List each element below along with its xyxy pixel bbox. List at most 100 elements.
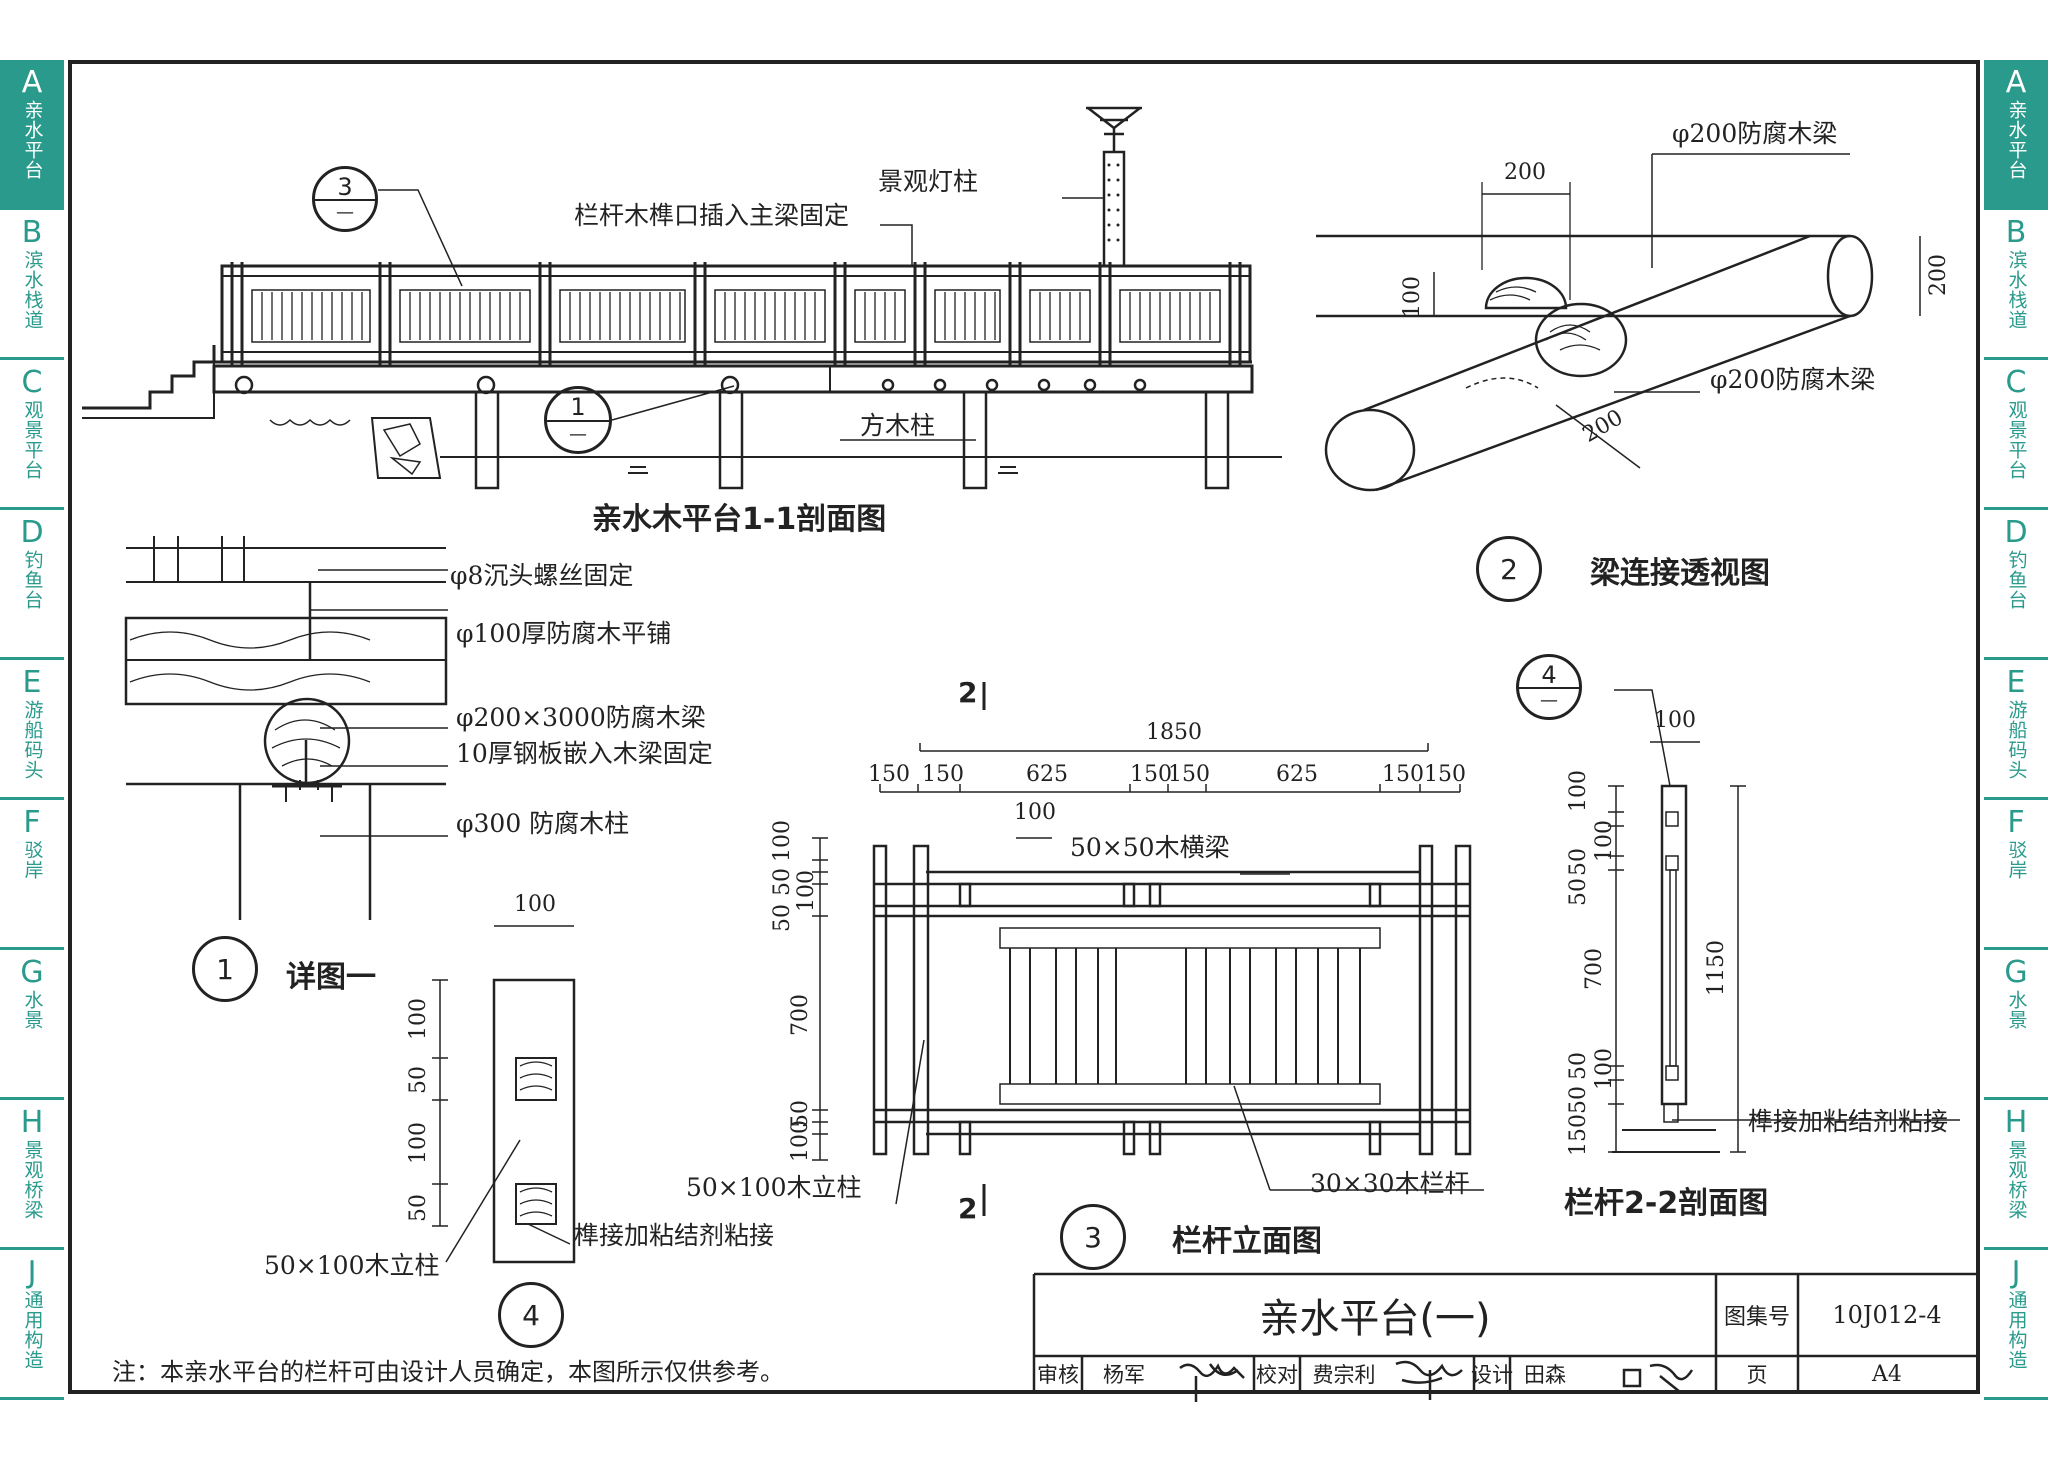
detail-number-1: 1	[192, 936, 258, 1002]
dim-top-4: 150	[1130, 762, 1172, 787]
beam-perspective-title: 梁连接透视图	[1590, 556, 1770, 591]
dim-2-2-left-7: 50	[1566, 1086, 1591, 1114]
tab-label: 滨水栈道	[2005, 250, 2028, 330]
label-railing-post: 50×100木立柱	[686, 1173, 862, 1202]
tab-letter: E	[22, 665, 42, 700]
title-block-grid	[1032, 1272, 1976, 1392]
tab-letter: C	[21, 365, 43, 400]
marker-sheet: —	[1540, 690, 1558, 711]
dim-2-2-width: 100	[1654, 708, 1696, 733]
detail-4-drawing	[432, 925, 576, 1264]
section-2-2-title: 栏杆2-2剖面图	[1564, 1186, 1769, 1221]
sidebar-tab-d[interactable]: D 钓鱼台	[1984, 510, 2048, 660]
label-beam-bottom: φ200防腐木梁	[1710, 365, 1876, 394]
tab-label: 钓鱼台	[2005, 550, 2028, 610]
dim-d4-3: 100	[406, 1122, 431, 1164]
sidebar-tab-f[interactable]: F 驳岸	[0, 800, 64, 950]
tab-label: 驳岸	[21, 840, 44, 880]
tab-letter: B	[2005, 215, 2027, 250]
marker-number: 4	[1541, 661, 1557, 689]
sidebar-tab-e[interactable]: E 游船码头	[0, 660, 64, 800]
dim-left-7: 100	[788, 1120, 813, 1162]
sidebar-tab-a[interactable]: A 亲水平台	[1984, 60, 2048, 210]
label-post-d4: 50×100木立柱	[264, 1251, 440, 1280]
sidebar-tab-h[interactable]: H 景观桥梁	[1984, 1100, 2048, 1250]
sidebar-tab-h[interactable]: H 景观桥梁	[0, 1100, 64, 1250]
marker-divider	[315, 199, 375, 201]
section-marker-1: 1 —	[544, 386, 612, 454]
sidebar-tab-f[interactable]: F 驳岸	[1984, 800, 2048, 950]
dim-gap-100: 100	[1014, 800, 1056, 825]
detail-1-drawing	[124, 536, 448, 920]
label-square-post: 方木柱	[860, 411, 936, 440]
tab-letter: J	[27, 1255, 37, 1290]
dim-top-1: 150	[868, 762, 910, 787]
label-lamp-column: 景观灯柱	[878, 167, 979, 196]
detail-number-4: 4	[498, 1282, 564, 1348]
sidebar-tab-e[interactable]: E 游船码头	[1984, 660, 2048, 800]
sidebar-tab-c[interactable]: C 观景平台	[0, 360, 64, 510]
sidebar-tab-d[interactable]: D 钓鱼台	[0, 510, 64, 660]
tab-letter: G	[20, 955, 44, 990]
label-decking: φ100厚防腐木平铺	[456, 619, 672, 648]
tab-label: 游船码头	[2005, 700, 2028, 780]
page-label: 页	[1746, 1363, 1768, 1387]
section-1-1-drawing	[82, 106, 1282, 490]
tab-label: 观景平台	[21, 400, 44, 480]
section-marker-3: 3 —	[312, 166, 378, 232]
atlas-label: 图集号	[1723, 1305, 1790, 1330]
tab-label: 驳岸	[2005, 840, 2028, 880]
tab-label: 滨水栈道	[21, 250, 44, 330]
tab-label: 观景平台	[2005, 400, 2028, 480]
sidebar-tab-j[interactable]: J 通用构造	[1984, 1250, 2048, 1400]
tab-label: 通用构造	[2005, 1290, 2028, 1370]
dim-left-1: 100	[770, 820, 795, 862]
label-crossbeam: 50×50木横梁	[1070, 833, 1230, 862]
sidebar-tab-g[interactable]: G 水景	[1984, 950, 2048, 1100]
label-joint-2-2: 榫接加粘结剂粘接	[1748, 1107, 1949, 1136]
sidebar-tab-b[interactable]: B 滨水栈道	[0, 210, 64, 360]
label-baluster: 30×30木栏杆	[1310, 1169, 1470, 1198]
sidebar-tab-j[interactable]: J 通用构造	[0, 1250, 64, 1400]
dim-2-2-left-5: 700	[1582, 948, 1607, 990]
sidebar-tab-c[interactable]: C 观景平台	[1984, 360, 2048, 510]
label-beam-top: φ200防腐木梁	[1672, 119, 1838, 148]
label-column: φ300 防腐木柱	[456, 809, 630, 838]
dim-2-2-left-6: 50	[1566, 1052, 1591, 1080]
dim-left-3: 50	[770, 904, 795, 932]
sidebar-tab-a[interactable]: A 亲水平台	[0, 60, 64, 210]
marker-sheet: —	[336, 202, 354, 223]
dim-top-3: 625	[1026, 762, 1068, 787]
tab-letter: B	[21, 215, 43, 250]
dim-top-8: 150	[1424, 762, 1466, 787]
dim-notch-depth: 100	[1400, 276, 1425, 318]
tab-label: 亲水平台	[21, 100, 44, 180]
tab-letter: H	[20, 1105, 44, 1140]
tab-letter: G	[2004, 955, 2028, 990]
sidebar-tab-b[interactable]: B 滨水栈道	[1984, 210, 2048, 360]
tab-label: 水景	[2005, 990, 2028, 1030]
section-marker-4: 4 —	[1516, 654, 1582, 720]
tab-letter: D	[2004, 515, 2028, 550]
checker-name: 费宗利	[1312, 1363, 1376, 1387]
dim-top-6: 625	[1276, 762, 1318, 787]
section-mark-bottom: 2	[958, 1192, 978, 1225]
sidebar-tab-g[interactable]: G 水景	[0, 950, 64, 1100]
review-label: 审核	[1037, 1363, 1079, 1387]
tab-letter: F	[2007, 805, 2025, 840]
dim-top-5: 150	[1168, 762, 1210, 787]
label-screw: φ8沉头螺丝固定	[450, 561, 634, 590]
marker-number: 1	[570, 393, 586, 421]
dim-beam-diameter: 200	[1926, 254, 1951, 296]
marker-sheet: —	[569, 424, 587, 445]
tab-label: 亲水平台	[2005, 100, 2028, 180]
tab-label: 通用构造	[21, 1290, 44, 1370]
label-main-beam: φ200×3000防腐木梁	[456, 703, 706, 732]
section-mark-top: 2	[958, 676, 978, 709]
section-1-1-title: 亲水木平台1-1剖面图	[592, 502, 887, 537]
dim-d4-1: 100	[406, 998, 431, 1040]
dim-2-2-left-1: 100	[1566, 770, 1591, 812]
footnote: 注：本亲水平台的栏杆可由设计人员确定，本图所示仅供参考。	[112, 1358, 784, 1386]
dim-d4-2: 50	[406, 1066, 431, 1094]
